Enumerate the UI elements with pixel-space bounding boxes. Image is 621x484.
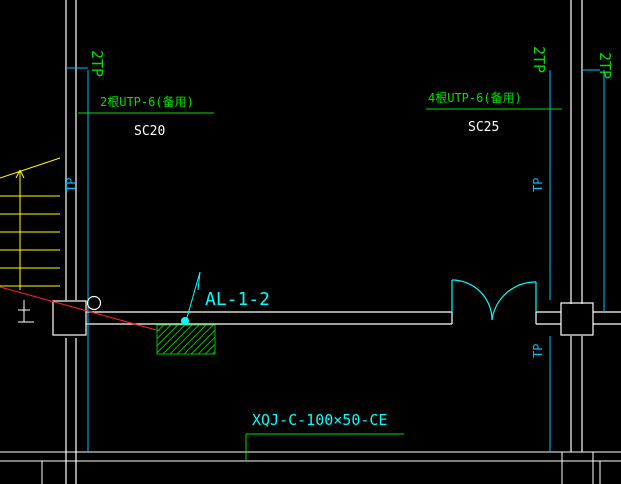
column-right[interactable]: [560, 302, 594, 336]
junction-circle-icon[interactable]: [86, 295, 102, 311]
stair-arrow-icon: [15, 169, 25, 188]
conduit-label-right[interactable]: SC25: [468, 120, 499, 135]
cable-label-right[interactable]: 4根UTP-6(备用): [428, 91, 522, 105]
tag-2tp-right-a[interactable]: 2TP: [530, 46, 548, 73]
cable-label-left[interactable]: 2根UTP-6(备用): [100, 95, 194, 109]
column-left[interactable]: [52, 300, 87, 336]
double-door[interactable]: [451, 279, 537, 321]
partition-wall[interactable]: [86, 311, 621, 325]
left-wall[interactable]: [65, 0, 77, 484]
tp-label-right-top[interactable]: TP: [531, 178, 545, 192]
tag-2tp-right-b[interactable]: 2TP: [596, 52, 614, 79]
staircase[interactable]: [0, 157, 61, 290]
conduit-label-left[interactable]: SC20: [134, 124, 165, 139]
tag-2tp-left[interactable]: 2TP: [88, 50, 106, 77]
right-wall[interactable]: [570, 0, 583, 452]
section-line[interactable]: [0, 286, 161, 332]
tp-label-right-bottom[interactable]: TP: [531, 344, 545, 358]
cable-runs[interactable]: [66, 67, 605, 452]
panel-anchor-dot: [181, 317, 189, 325]
tp-label-left[interactable]: TP: [64, 178, 78, 192]
panel-label[interactable]: AL-1-2: [205, 289, 270, 310]
bottom-wall[interactable]: [0, 451, 621, 484]
distribution-panel-box[interactable]: [156, 324, 216, 355]
tray-label[interactable]: XQJ-C-100×50-CE: [252, 411, 387, 429]
stair-support-icon: [18, 300, 34, 323]
panel-leader: [185, 271, 201, 322]
